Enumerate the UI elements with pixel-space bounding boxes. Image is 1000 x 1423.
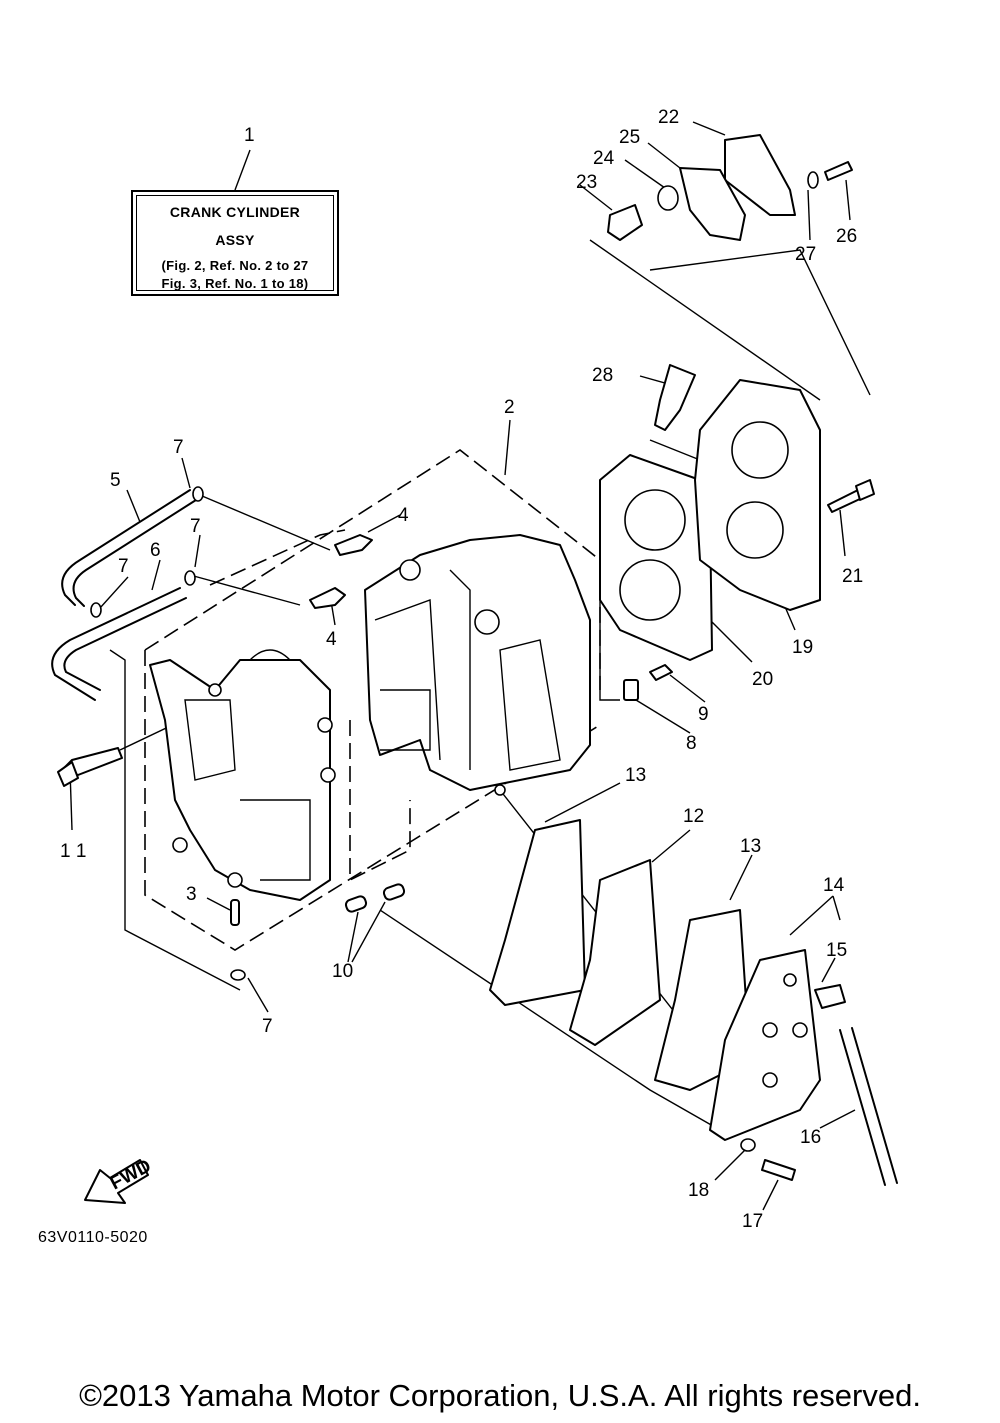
bolt-11: [57, 747, 123, 787]
callout-10: 10: [332, 961, 353, 982]
callout-28: 28: [592, 365, 613, 386]
bolt-26: [824, 161, 853, 181]
spark-plug-28: [654, 364, 696, 431]
pin-3: [230, 899, 240, 926]
callout-18: 18: [688, 1180, 709, 1201]
callout-11: 1 1: [60, 841, 86, 862]
exhaust-plate-12: [569, 859, 661, 1046]
dowel-10-items: [344, 883, 406, 913]
callout-7d: 7: [262, 1016, 273, 1037]
callout-13a: 13: [625, 765, 646, 786]
callout-8: 8: [686, 733, 697, 754]
bolt-21: [827, 479, 875, 513]
callout-19: 19: [792, 637, 813, 658]
kit-label-line2: ASSY: [215, 232, 255, 248]
kit-label-line4: Fig. 3, Ref. No. 1 to 18): [161, 276, 309, 291]
head-gasket-20: [599, 454, 713, 661]
washer-18: [740, 1138, 756, 1152]
anode-8: [623, 679, 639, 701]
callout-21: 21: [842, 566, 863, 587]
hose-6: [51, 587, 187, 701]
assembly-boundary-inner: [209, 529, 411, 882]
exhaust-cover-14: [709, 949, 821, 1141]
callout-15: 15: [826, 940, 847, 961]
kit-label-line1: CRANK CYLINDER: [169, 204, 301, 220]
callout-2: 2: [504, 397, 515, 418]
callout-7c: 7: [118, 556, 129, 577]
callout-3: 3: [186, 884, 197, 905]
diagram-code: 63V0110-5020: [38, 1229, 148, 1246]
fwd-label: FWD: [107, 1156, 155, 1195]
grommet-24: [657, 185, 679, 211]
screw-9: [649, 664, 673, 681]
washer-27: [807, 171, 819, 189]
kit-label-box: CRANK CYLINDER ASSY (Fig. 2, Ref. No. 2 …: [131, 190, 339, 296]
exhaust-gasket-13a: [489, 819, 586, 1006]
callout-9: 9: [698, 704, 709, 725]
bolt-17: [761, 1159, 796, 1181]
callout-13b: 13: [740, 836, 761, 857]
fitting-4-items: [309, 534, 373, 609]
callout-7a: 7: [173, 437, 184, 458]
callout-1: 1: [244, 125, 255, 146]
callout-27: 27: [795, 244, 816, 265]
callout-14: 14: [823, 875, 845, 896]
callout-25: 25: [619, 127, 640, 148]
callout-4b: 4: [326, 629, 337, 650]
callout-20: 20: [752, 669, 773, 690]
clip-7-items: [90, 486, 246, 981]
hose-16: [839, 1027, 898, 1186]
callout-24: 24: [593, 148, 615, 169]
callout-22: 22: [658, 107, 679, 128]
callout-numbers: 1 2 3 4 4 5 6 7 7 7 7 8 9 10 1 1 12 13 1…: [60, 107, 863, 1232]
copyright-notice: ©2013 Yamaha Motor Corporation, U.S.A. A…: [79, 1378, 921, 1413]
callout-5: 5: [110, 470, 121, 491]
callout-26: 26: [836, 226, 857, 247]
callout-23: 23: [576, 172, 597, 193]
callout-17: 17: [742, 1211, 763, 1232]
callout-4a: 4: [398, 505, 409, 526]
thermostat-23: [607, 204, 643, 241]
fitting-15: [814, 984, 846, 1009]
callout-12: 12: [683, 806, 704, 827]
callout-7b: 7: [190, 516, 201, 537]
gasket-25: [679, 167, 746, 241]
crankcase-left: [149, 649, 336, 901]
hose-5: [61, 489, 197, 607]
callout-16: 16: [800, 1127, 821, 1148]
cylinder-head-19: [694, 379, 821, 611]
fwd-arrow-icon: FWD: [84, 1156, 155, 1204]
kit-label-line3: (Fig. 2, Ref. No. 2 to 27: [161, 258, 309, 273]
callout-6: 6: [150, 540, 161, 561]
assembly-boundary-outer: [144, 449, 601, 951]
cylinder-body: [364, 534, 591, 796]
